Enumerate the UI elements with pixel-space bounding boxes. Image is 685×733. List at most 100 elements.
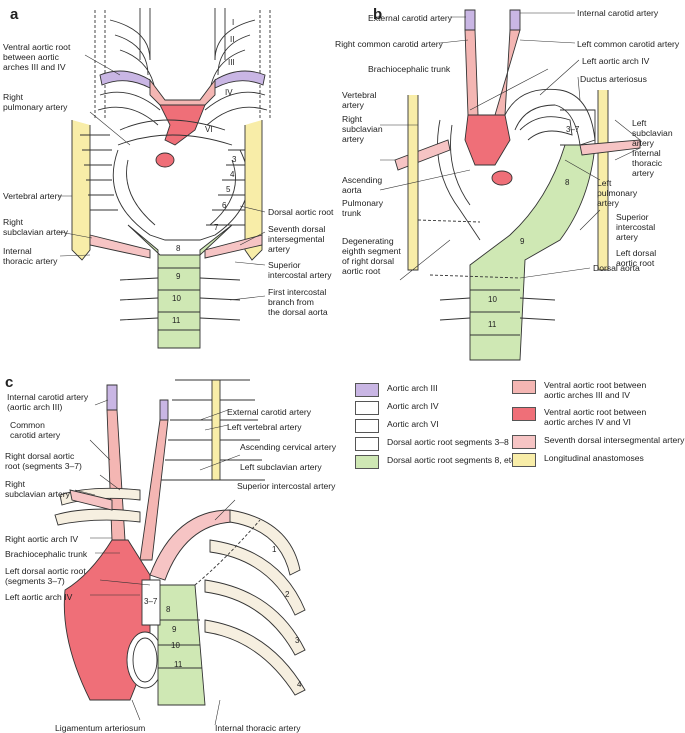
a-seg-5: 5 (226, 185, 231, 194)
a-superior-intercostal-label: Superior intercostal artery (268, 260, 332, 280)
c-right-subclavian-label: Right subclavian artery (5, 479, 70, 499)
b-right-subclavian-label: Right subclavian artery (342, 114, 383, 144)
a-arch-IV: IV (225, 88, 233, 97)
b-degenerating-label: Degenerating eighth segment of right dor… (342, 236, 401, 276)
a-seg-3: 3 (232, 155, 237, 164)
legend-item-dorsal-3-8: Dorsal aortic root segments 3–8 (355, 437, 509, 451)
legend-swatch (512, 380, 536, 394)
legend-label: Aortic arch VI (387, 419, 439, 429)
a-seg-10: 10 (172, 294, 181, 303)
c-brachiocephalic-label: Brachiocephalic trunk (5, 549, 88, 559)
c-seg-10: 10 (171, 641, 180, 650)
c-right-aortic-arch-label: Right aortic arch IV (5, 534, 79, 544)
b-superior-intercostal-label: Superior intercostal artery (616, 212, 656, 242)
a-right-pulmonary-label: Right pulmonary artery (3, 92, 68, 112)
panel-letter-b: b (373, 6, 383, 23)
leader-lines (58, 12, 641, 726)
c-internal-carotid-label: Internal carotid artery (aortic arch III… (7, 392, 89, 412)
b-seg-3-7: 3–7 (566, 125, 580, 134)
a-seventh-dorsal-label: Seventh dorsal intersegmental artery (268, 224, 326, 254)
a-vertebral-label: Vertebral artery (3, 191, 62, 201)
c-superior-intercostal-label: Superior intercostal artery (237, 481, 336, 491)
a-first-intercostal-label: First intercostal branch from the dorsal… (268, 287, 328, 317)
c-rib-2: 2 (285, 590, 290, 599)
b-seg-8: 8 (565, 178, 570, 187)
b-ductus-label: Ductus arteriosus (580, 74, 647, 84)
a-ventral-root-label: Ventral aortic root between aortic arche… (3, 42, 71, 72)
a-internal-thoracic-label: Internal thoracic artery (3, 246, 58, 266)
c-left-subclavian-label: Left subclavian artery (240, 462, 322, 472)
legend-label: Dorsal aortic root segments 8, etc. (387, 455, 518, 465)
legend-item-dorsal-8: Dorsal aortic root segments 8, etc. (355, 455, 518, 469)
legend-swatch (355, 419, 379, 433)
b-left-aortic-arch-label: Left aortic arch IV (582, 56, 650, 66)
b-seg-9: 9 (520, 237, 525, 246)
c-internal-thoracic-label: Internal thoracic artery (215, 723, 301, 733)
legend-label: Ventral aortic root between aortic arche… (544, 380, 647, 400)
panel-a-artwork (71, 8, 271, 349)
c-external-carotid-label: External carotid artery (227, 407, 312, 417)
panel-letter-a: a (10, 6, 19, 23)
b-left-subclavian-label: Left subclavian artery (632, 118, 673, 148)
b-seg-10: 10 (488, 295, 497, 304)
b-external-carotid-label: External carotid artery (368, 13, 453, 23)
a-seg-4: 4 (230, 170, 235, 179)
panel-letter-c: c (5, 374, 14, 391)
b-brachiocephalic-label: Brachiocephalic trunk (368, 64, 451, 74)
legend-item-ventral-3-4: Ventral aortic root between aortic arche… (512, 380, 646, 400)
legend-item-seventh: Seventh dorsal intersegmental artery (512, 435, 684, 449)
c-right-dorsal-root-label: Right dorsal aortic root (segments 3–7) (5, 451, 82, 471)
legend-item-longitudinal: Longitudinal anastomoses (512, 453, 644, 467)
legend-swatch (512, 435, 536, 449)
legend-item-arch4: Aortic arch IV (355, 401, 439, 415)
legend-swatch (512, 407, 536, 421)
legend-label: Aortic arch III (387, 383, 438, 393)
c-rib-1: 1 (272, 545, 277, 554)
c-left-dorsal-root-label: Left dorsal aortic root (segments 3–7) (5, 566, 86, 586)
b-internal-thoracic-label: Internal thoracic artery (632, 148, 663, 178)
legend-item-ventral-4-6: Ventral aortic root between aortic arche… (512, 407, 646, 427)
legend-swatch (355, 383, 379, 397)
legend-swatch (355, 455, 379, 469)
c-seg-8: 8 (166, 605, 171, 614)
legend-swatch (355, 437, 379, 451)
legend-item-arch3: Aortic arch III (355, 383, 438, 397)
b-left-common-carotid-label: Left common carotid artery (577, 39, 680, 49)
c-seg-3-7: 3–7 (144, 597, 158, 606)
c-rib-4: 4 (297, 680, 302, 689)
b-vertebral-label: Vertebral artery (342, 90, 377, 110)
legend-label: Seventh dorsal intersegmental artery (544, 435, 685, 445)
c-ligamentum-label: Ligamentum arteriosum (55, 723, 146, 733)
a-arch-III: III (228, 58, 235, 67)
legend-item-arch6: Aortic arch VI (355, 419, 439, 433)
a-seg-9: 9 (176, 272, 181, 281)
b-seg-11: 11 (488, 320, 497, 329)
a-seg-6: 6 (222, 201, 227, 210)
a-arch-I: I (232, 18, 235, 27)
a-right-subclavian-label: Right subclavian artery (3, 217, 68, 237)
c-rib-3: 3 (295, 636, 300, 645)
panel-c-artwork (54, 379, 306, 706)
legend-swatch (512, 453, 536, 467)
b-left-pulmonary-label: Left pulmonary artery (597, 178, 638, 208)
c-left-vertebral-label: Left vertebral artery (227, 422, 302, 432)
legend-label: Longitudinal anastomoses (544, 453, 644, 463)
c-seg-9: 9 (172, 625, 177, 634)
a-seg-7: 7 (214, 223, 219, 232)
c-left-aortic-arch-label: Left aortic arch IV (5, 592, 73, 602)
a-seg-8: 8 (176, 244, 181, 253)
legend-label: Ventral aortic root between aortic arche… (544, 407, 647, 427)
b-ascending-aorta-label: Ascending aorta (342, 175, 383, 195)
b-right-common-carotid-label: Right common carotid artery (335, 39, 443, 49)
legend-label: Dorsal aortic root segments 3–8 (387, 437, 509, 447)
b-dorsal-aorta-label: Dorsal aorta (593, 263, 640, 273)
legend-swatch (355, 401, 379, 415)
b-left-dorsal-root-label: Left dorsal aortic root (616, 248, 657, 268)
c-seg-11: 11 (174, 660, 183, 669)
panel-b-artwork (394, 9, 641, 361)
a-arch-VI: VI (205, 125, 213, 134)
legend-label: Aortic arch IV (387, 401, 439, 411)
a-seg-11: 11 (172, 316, 181, 325)
a-dorsal-aortic-root-label: Dorsal aortic root (268, 207, 334, 217)
c-ascending-cervical-label: Ascending cervical artery (240, 442, 337, 452)
